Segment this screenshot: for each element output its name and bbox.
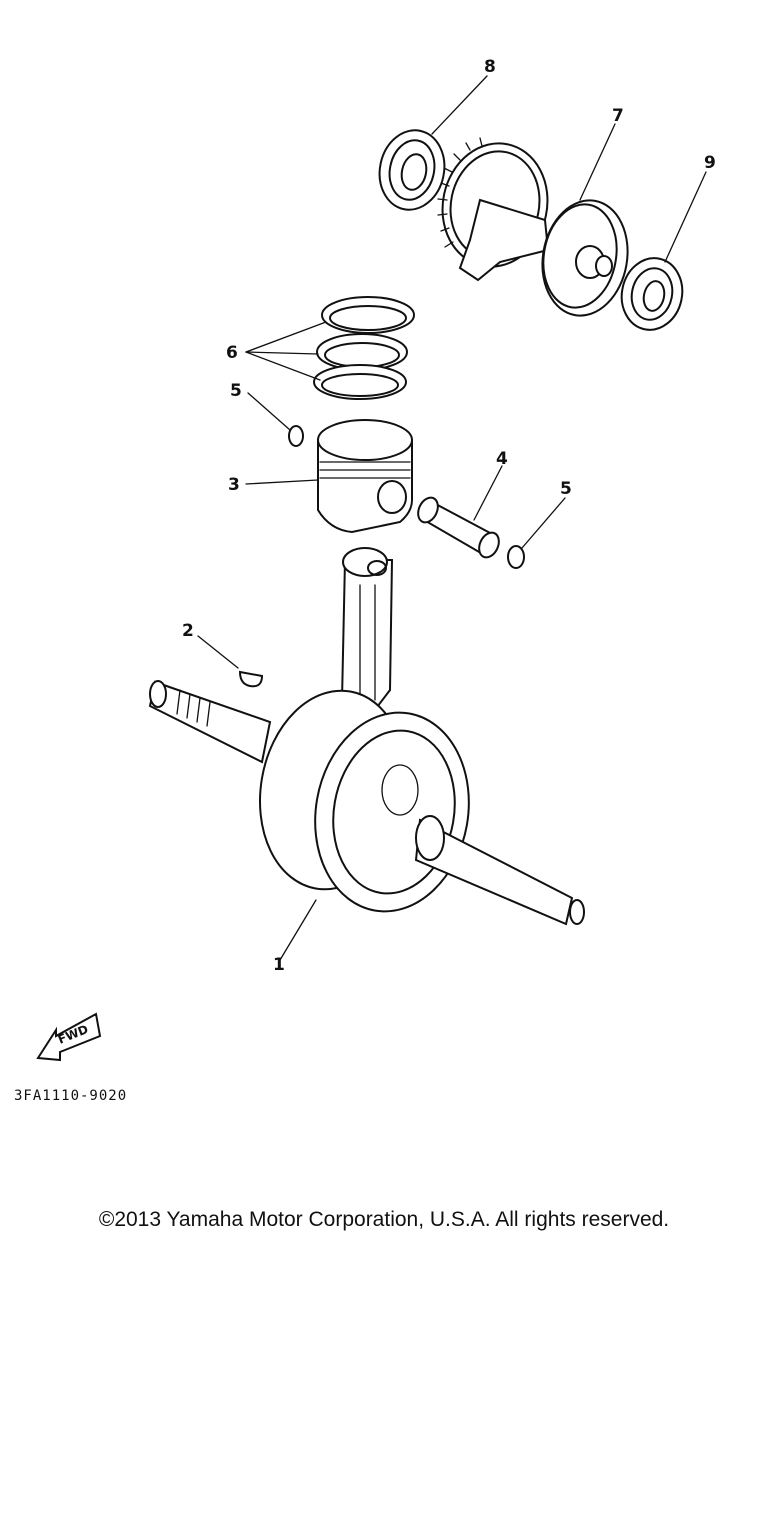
bearing-part-8 — [620, 257, 684, 331]
callout-7: 7 — [612, 106, 624, 126]
bearing-part-9 — [378, 129, 446, 211]
callout-5-left: 5 — [230, 381, 242, 401]
leader-lines — [197, 75, 707, 961]
copyright-notice: ©2013 Yamaha Motor Corporation, U.S.A. A… — [98, 1208, 670, 1231]
crankshaft-part-1 — [148, 547, 585, 926]
callout-3: 3 — [228, 475, 240, 495]
callout-8: 9 — [704, 153, 716, 173]
piston-pin-part-4 — [417, 496, 500, 559]
woodruff-key-part-2 — [238, 670, 264, 688]
callout-2: 2 — [182, 621, 194, 641]
callout-5-right: 5 — [560, 479, 572, 499]
clip-part-5-left — [288, 425, 304, 447]
part-code: 3FA1110-9020 — [14, 1088, 127, 1104]
balancer-shaft-part-7 — [437, 137, 629, 317]
piston-rings-part-6 — [313, 296, 415, 400]
callout-1: 1 — [273, 955, 285, 975]
callout-6: 6 — [226, 343, 238, 363]
callout-9: 8 — [484, 57, 496, 77]
piston-part-3 — [317, 419, 413, 534]
callout-4: 4 — [496, 449, 508, 469]
clip-part-5-right — [507, 545, 525, 569]
fwd-arrow-icon: FWD — [36, 1012, 102, 1062]
